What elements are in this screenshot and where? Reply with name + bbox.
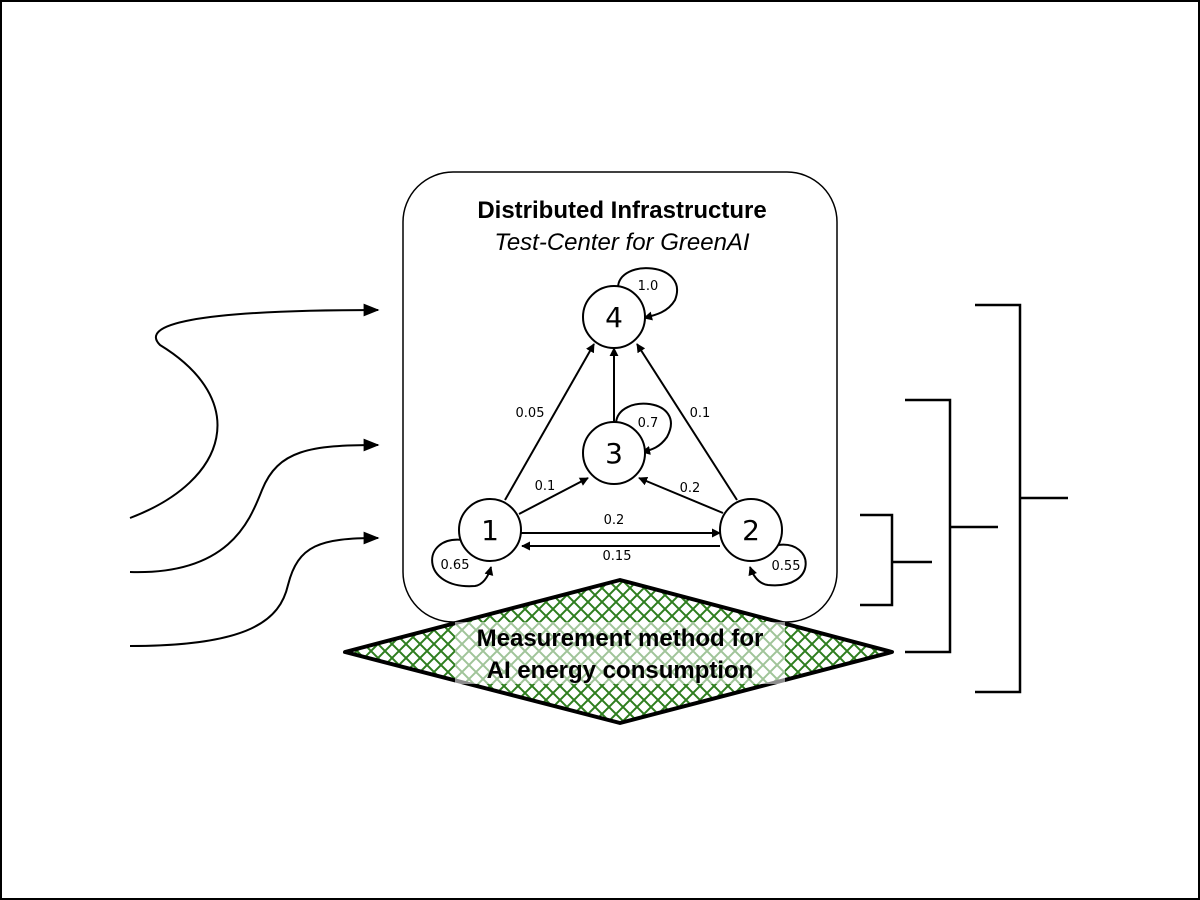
node-4-label: 4 xyxy=(605,301,623,334)
edge-label-1-to-4: 0.05 xyxy=(516,406,545,421)
node-3-label: 3 xyxy=(605,437,623,470)
input-arrows xyxy=(129,303,380,647)
input-arrow-top xyxy=(129,303,380,519)
edge-2-to-3 xyxy=(638,476,724,514)
self-loop-1 xyxy=(431,538,494,588)
self-loop-label-2: 0.55 xyxy=(772,559,801,574)
node-2: 2 xyxy=(719,498,783,562)
node-1-label: 1 xyxy=(481,514,499,547)
edge-label-1-to-3: 0.1 xyxy=(535,479,556,494)
node-3: 3 xyxy=(582,421,646,485)
node-2-label: 2 xyxy=(742,514,760,547)
infrastructure-title: Distributed Infrastructure xyxy=(477,197,766,224)
bracket-outer xyxy=(975,303,1068,694)
measurement-diamond: Measurement method for AI energy consump… xyxy=(343,578,894,725)
edge-labels: 0.05 0.1 0.1 0.2 0.2 0.15 1.0 0.7 0.65 0… xyxy=(441,279,801,574)
input-arrow-bottom xyxy=(129,531,380,647)
self-loop-label-4: 1.0 xyxy=(638,279,659,294)
edge-label-2-to-1: 0.15 xyxy=(603,549,632,564)
self-loop-label-1: 0.65 xyxy=(441,558,470,573)
self-loop-label-3: 0.7 xyxy=(638,416,659,431)
graph-edges xyxy=(431,267,807,588)
bracket-middle xyxy=(905,398,998,654)
bracket-inner xyxy=(860,513,932,607)
self-loop-2 xyxy=(748,543,807,587)
measurement-line-1: Measurement method for xyxy=(477,625,764,652)
measurement-line-2: AI energy consumption xyxy=(487,657,754,684)
edge-label-2-to-3: 0.2 xyxy=(680,481,701,496)
self-loop-4 xyxy=(617,267,679,321)
edge-label-2-to-4: 0.1 xyxy=(690,406,711,421)
self-loop-3 xyxy=(615,402,672,455)
node-1: 1 xyxy=(458,498,522,562)
input-arrow-middle xyxy=(129,438,380,574)
infrastructure-subtitle: Test-Center for GreenAI xyxy=(494,229,750,256)
graph-nodes: 4 3 1 2 xyxy=(458,285,783,562)
node-4: 4 xyxy=(582,285,646,349)
edge-2-to-4 xyxy=(636,343,738,501)
right-brackets xyxy=(860,303,1068,694)
edge-label-1-to-2: 0.2 xyxy=(604,513,625,528)
edge-1-to-3 xyxy=(518,477,589,515)
edge-1-to-4 xyxy=(504,343,595,501)
